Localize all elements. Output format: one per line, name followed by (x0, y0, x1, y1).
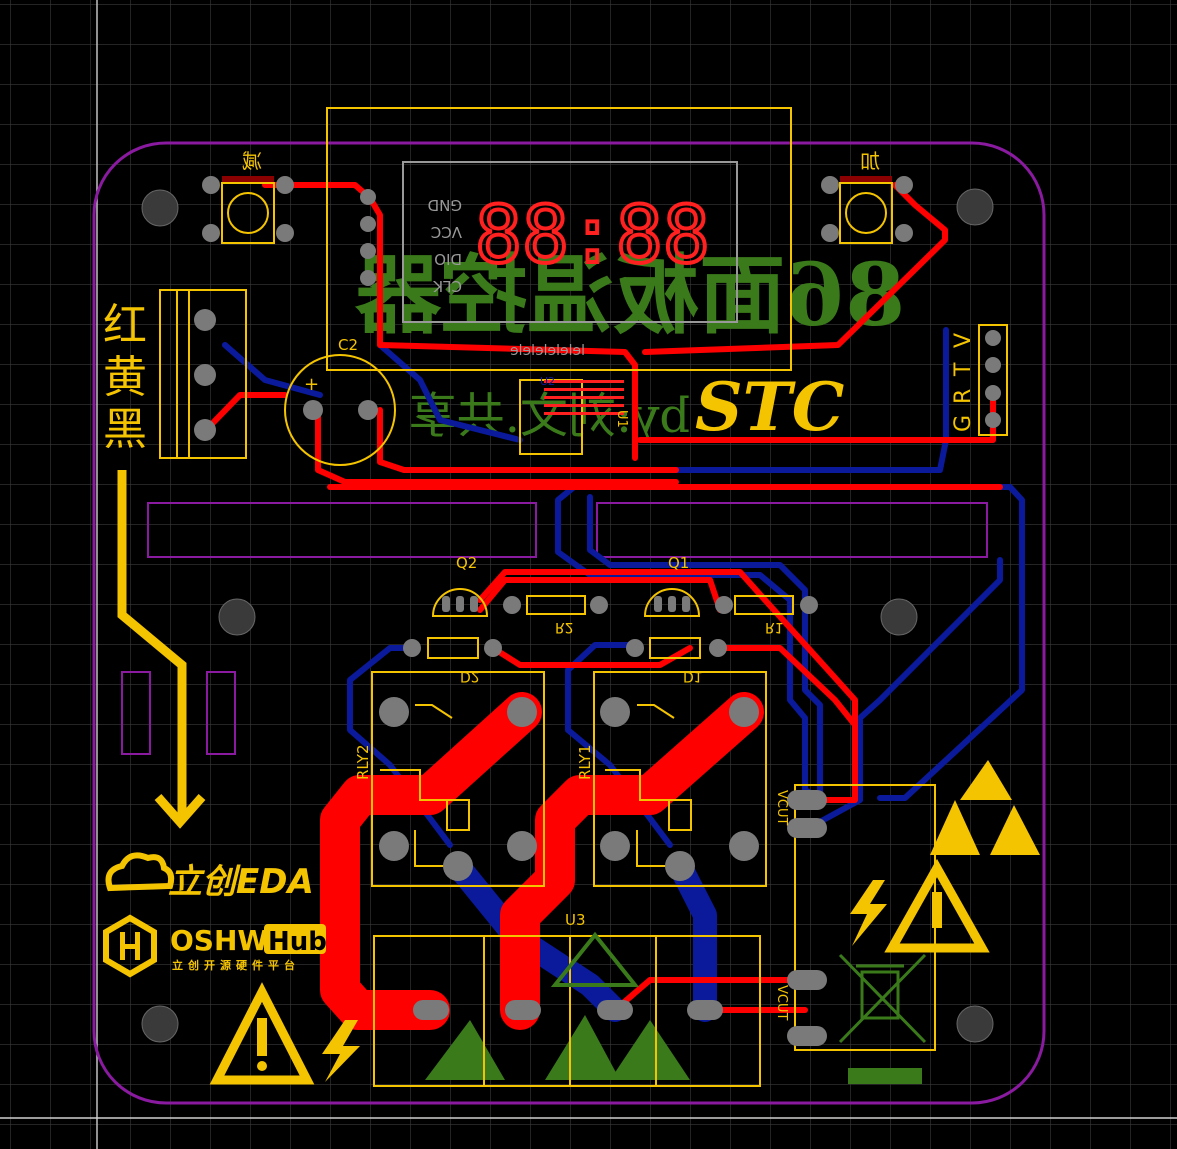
display-pin-labels: GND VCC DIO CLK (428, 196, 462, 295)
bottom-title: 86面板温控器 (354, 245, 905, 346)
pads (194, 176, 1001, 1046)
cap-outline (284, 354, 396, 466)
r2-label: R2 (555, 619, 574, 635)
q2-label: Q2 (456, 554, 477, 572)
rly2-label: RLY2 (354, 745, 372, 781)
top-copper-layer (205, 182, 1003, 1030)
rly2-outline (371, 671, 545, 887)
wire-color-labels: 红 黄 黑 (103, 300, 147, 455)
btn-right-label: 加 (860, 149, 880, 173)
cap-plus: + (304, 374, 319, 395)
oshwhub-logo: OSHW Hub 立创开源硬件平台 (103, 914, 327, 978)
top-silk-layer (117, 107, 1008, 1087)
conn-outline (978, 324, 1008, 436)
btn-left-outline (221, 182, 275, 244)
svg-text:T: T (951, 362, 976, 377)
rly1-label: RLY1 (576, 745, 594, 781)
svg-text:黄: 黄 (103, 352, 147, 403)
bottom-silk-layer: 86面板温控器 by:刘文.共享 (354, 245, 927, 1084)
d2-label: D2 (460, 668, 480, 684)
rly1-outline (593, 671, 767, 887)
q1-label: Q1 (668, 554, 689, 572)
svg-text:红: 红 (103, 300, 147, 351)
display-outline (326, 107, 792, 371)
u3-outline (373, 935, 761, 1087)
display-part-mark: lelelelelele (510, 343, 585, 359)
svg-text:G: G (951, 415, 976, 432)
svg-text:黑: 黑 (103, 404, 147, 455)
brand-label: STC (695, 368, 844, 446)
svg-text:立创开源硬件平台: 立创开源硬件平台 (172, 958, 300, 972)
svg-text:GND: GND (428, 196, 462, 214)
display-digits: 88:88 (475, 191, 710, 281)
svg-text:DIO: DIO (434, 250, 462, 268)
board-outline (92, 141, 1046, 1105)
vcut-top-label: VCUT (774, 790, 789, 825)
mounting-holes (141, 188, 994, 1043)
vcut-bottom-label: VCUT (774, 985, 789, 1020)
connector-pin-labels: G R T V (951, 333, 976, 432)
terminal-outline (159, 289, 247, 459)
warning-icon (209, 760, 1040, 1085)
svg-text:CLK: CLK (432, 277, 462, 295)
r1-label: R1 (765, 619, 784, 635)
cap-label: C2 (338, 336, 358, 354)
keepout-slots (121, 502, 988, 755)
u3-label: U3 (565, 911, 586, 929)
lcsc-eda-logo: 立创EDA (105, 852, 314, 902)
btn-left-label: 减 (242, 149, 262, 173)
svg-text:OSHW: OSHW (170, 924, 268, 957)
svg-text:V: V (951, 333, 976, 348)
ic-label: U1 (614, 410, 629, 428)
svg-text:立创EDA: 立创EDA (168, 862, 314, 902)
ic-label-back: U2 (540, 375, 555, 388)
svg-text:VCC: VCC (431, 223, 462, 241)
d1-label: D1 (683, 668, 703, 684)
display-window (402, 161, 738, 323)
svg-text:R: R (951, 389, 976, 404)
recycle-bin-icon (838, 953, 927, 1044)
btn-right-outline (839, 182, 893, 244)
svg-text:Hub: Hub (268, 927, 327, 957)
